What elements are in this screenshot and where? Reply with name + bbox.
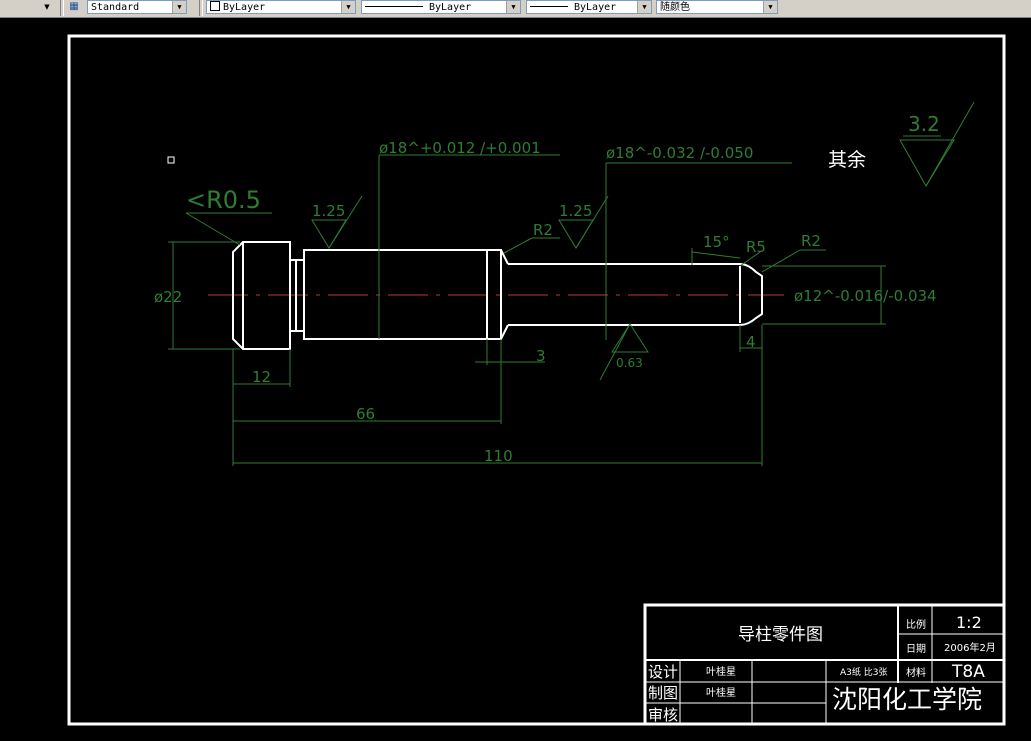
- lineweight-preview-icon: [530, 6, 568, 7]
- lineweight-select[interactable]: ByLayer ▼: [526, 0, 652, 14]
- drawing-border: [67, 34, 1006, 726]
- text-style-icon[interactable]: ▦: [65, 0, 83, 15]
- head-diameter-label: ø22: [154, 288, 182, 306]
- roughness-general-note: 其余: [828, 149, 866, 171]
- tolerance-left-label: ø18^+0.012 /+0.001: [379, 139, 541, 157]
- toolbar-separator: [60, 0, 64, 16]
- color-select[interactable]: ByLayer ▼: [206, 0, 356, 14]
- toolbar-separator: [199, 0, 203, 16]
- shaft-section: [508, 263, 763, 326]
- radius-neck-label: R2: [533, 221, 553, 239]
- tolerance-right-label: ø18^-0.032 /-0.050: [606, 144, 753, 162]
- text-style-value: Standard: [91, 2, 140, 13]
- roughness-left-label: 1.25: [312, 202, 345, 220]
- drafter-label: 制图: [648, 684, 678, 702]
- tip-diameter-label: ø12^-0.016/-0.034: [794, 287, 937, 305]
- undercut-groove: [290, 259, 304, 332]
- drafter-name: 叶桂星: [706, 686, 736, 699]
- properties-toolbar: ▼ ▦ Standard ▼ ByLayer ▼ ByLayer ▼ ByLay…: [0, 0, 1031, 18]
- dim-3-label: 3: [536, 347, 546, 365]
- material-label: 材料: [906, 666, 926, 679]
- radius-end-label: R2: [801, 232, 821, 250]
- chamfer-label: <R0.5: [186, 186, 261, 214]
- cursor-pickbox: [167, 156, 175, 164]
- date-label: 日期: [906, 643, 926, 655]
- school-name: 沈阳化工学院: [832, 685, 982, 714]
- part-name: 导柱零件图: [738, 625, 823, 645]
- drawing-canvas[interactable]: <R0.5 ø18^+0.012 /+0.001 ø18^-0.032 /-0.…: [0, 17, 1031, 741]
- chevron-down-icon[interactable]: ▼: [506, 1, 520, 13]
- toolbar-dropdown-arrow[interactable]: ▼: [38, 0, 56, 15]
- date-value: 2006年2月: [944, 641, 996, 654]
- color-swatch-icon: [210, 1, 220, 11]
- part-outline: [232, 241, 763, 350]
- roughness-general-label: 3.2: [908, 112, 940, 136]
- neck-section: [500, 249, 509, 340]
- dimensions: [168, 101, 975, 466]
- title-block: [643, 603, 1006, 726]
- radius-tip-label: R5: [746, 238, 766, 256]
- linetype-preview-icon: [365, 6, 423, 7]
- dim-110-label: 110: [484, 447, 513, 465]
- roughness-bottom-label: 0.63: [616, 356, 643, 370]
- reviewer-label: 审核: [648, 706, 678, 724]
- plotstyle-select-value: 随颜色: [660, 2, 690, 13]
- class-info: A3纸 比3张: [840, 666, 887, 678]
- roughness-mid-label: 1.25: [559, 202, 592, 220]
- chevron-down-icon[interactable]: ▼: [172, 1, 186, 13]
- dimension-texts: <R0.5 ø18^+0.012 /+0.001 ø18^-0.032 /-0.…: [154, 112, 940, 465]
- material-value: T8A: [951, 662, 985, 682]
- text-style-select[interactable]: Standard ▼: [87, 0, 187, 14]
- color-select-value: ByLayer: [223, 2, 266, 13]
- title-block-texts: 导柱零件图 比例 1:2 日期 2006年2月 材料 T8A 设计 叶桂星 制图…: [648, 613, 996, 724]
- dim-4-label: 4: [746, 333, 756, 351]
- linetype-select-value: ByLayer: [429, 2, 472, 13]
- designer-label: 设计: [648, 663, 678, 681]
- chevron-down-icon[interactable]: ▼: [637, 1, 651, 13]
- lineweight-select-value: ByLayer: [574, 2, 617, 13]
- plotstyle-select[interactable]: 随颜色 ▼: [656, 0, 778, 14]
- chevron-down-icon[interactable]: ▼: [763, 1, 777, 13]
- scale-value: 1:2: [956, 613, 982, 632]
- dim-66-label: 66: [356, 405, 375, 423]
- designer-name: 叶桂星: [706, 665, 736, 678]
- scale-label: 比例: [906, 618, 926, 631]
- linetype-select[interactable]: ByLayer ▼: [361, 0, 521, 14]
- taper-angle-label: 15°: [703, 233, 730, 251]
- dim-12-label: 12: [252, 368, 271, 386]
- chevron-down-icon[interactable]: ▼: [341, 1, 355, 13]
